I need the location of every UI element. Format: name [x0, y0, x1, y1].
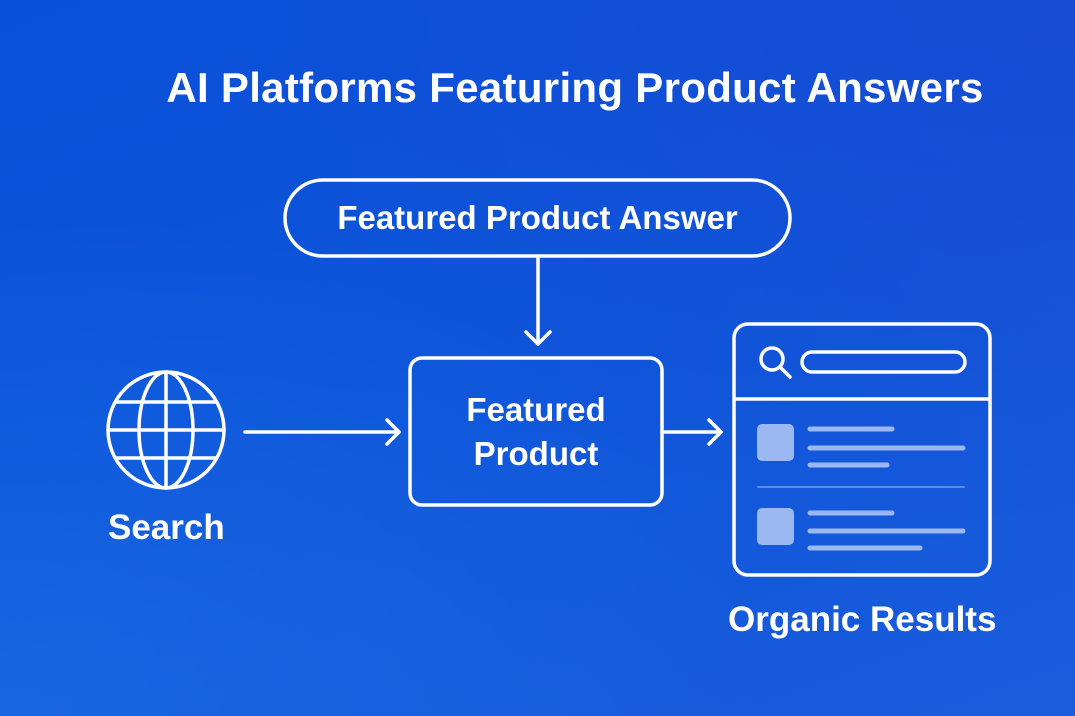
- featured-product-label: Featured Product: [466, 390, 606, 472]
- arrow-right-icon: [663, 418, 723, 446]
- featured-answer-label: Featured Product Answer: [337, 199, 738, 236]
- page-title: AI Platforms Featuring Product Answers: [166, 64, 984, 111]
- featured-answer-pill: [283, 178, 792, 258]
- featured-product-box: [408, 356, 664, 507]
- arrow-down-icon: [524, 256, 552, 346]
- search-label: Search: [108, 508, 225, 547]
- arrow-right-icon: [243, 418, 401, 446]
- organic-results-label: Organic Results: [728, 600, 997, 639]
- results-panel: [732, 322, 992, 577]
- search-icon: [759, 346, 792, 379]
- globe-icon: [106, 370, 226, 490]
- search-bar: [800, 350, 967, 374]
